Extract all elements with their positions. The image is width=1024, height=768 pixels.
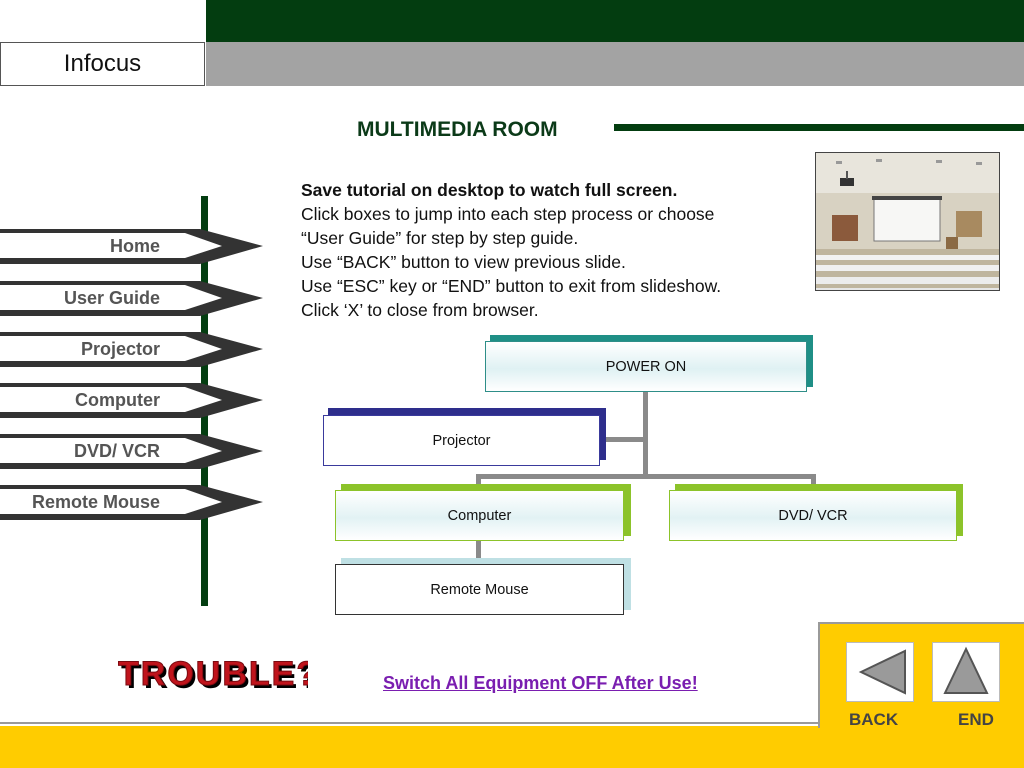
instruction-line: “User Guide” for step by step guide.: [301, 228, 579, 248]
nav-arrow-shape: [0, 434, 263, 469]
title-rule: [614, 124, 1024, 131]
connector-line: [600, 437, 646, 442]
control-panel: BACK END: [818, 622, 1024, 729]
nav-label: Home: [109, 236, 160, 256]
remote-mouse-box[interactable]: Remote Mouse: [335, 564, 624, 615]
nav-item-home[interactable]: Home: [0, 229, 265, 265]
trouble-text: TROUBLE?: [118, 655, 308, 693]
instruction-bold-line: Save tutorial on desktop to watch full s…: [301, 180, 678, 200]
back-button[interactable]: [846, 642, 914, 702]
back-label: BACK: [849, 710, 899, 729]
room-photo: [815, 152, 1000, 291]
instruction-line: Use “BACK” button to view previous slide…: [301, 252, 626, 272]
room-illustration: [816, 153, 999, 290]
header-green-bar: [206, 0, 1024, 42]
nav-arrow-shape: [0, 383, 263, 418]
nav-item-computer[interactable]: Computer: [0, 383, 265, 419]
end-arrow-icon: [943, 646, 989, 694]
computer-box[interactable]: Computer: [335, 490, 624, 541]
nav-item-dvd-vcr[interactable]: DVD/ VCR: [0, 434, 265, 470]
back-arrow-icon: [858, 649, 906, 695]
trouble-wordart: TROUBLE? TROUBLE?: [118, 655, 321, 697]
nav-item-remote-mouse[interactable]: Remote Mouse: [0, 485, 265, 521]
projector-box[interactable]: Projector: [323, 415, 600, 466]
nav-label: Remote Mouse: [31, 492, 160, 512]
switch-off-link[interactable]: Switch All Equipment OFF After Use!: [383, 673, 698, 693]
nav-item-projector[interactable]: Projector: [0, 332, 265, 368]
nav-label: DVD/ VCR: [73, 441, 160, 461]
connector-line: [811, 474, 816, 488]
trouble-button[interactable]: TROUBLE? TROUBLE?: [118, 650, 321, 701]
bottom-band: [0, 726, 1024, 768]
instructions-text: Save tutorial on desktop to watch full s…: [301, 178, 801, 322]
trouble-shadow-text: TROUBLE?: [121, 658, 308, 696]
nav-label: Computer: [75, 390, 160, 410]
page-title: MULTIMEDIA ROOM: [357, 118, 558, 141]
connector-line: [476, 540, 481, 564]
nav-item-user-guide[interactable]: User Guide: [0, 281, 265, 317]
header-gray-bar: [206, 42, 1024, 86]
connector-line: [476, 474, 816, 479]
instruction-line: Use “ESC” key or “END” button to exit fr…: [301, 276, 722, 296]
bottom-rule: [0, 722, 818, 724]
nav-label: User Guide: [63, 288, 160, 308]
nav-label: Projector: [80, 339, 160, 359]
instruction-line: Click ‘X’ to close from browser.: [301, 300, 539, 320]
nav-arrow-shape: [0, 485, 263, 520]
end-button[interactable]: [932, 642, 1000, 702]
dvd-vcr-box[interactable]: DVD/ VCR: [669, 490, 957, 541]
instruction-line: Click boxes to jump into each step proce…: [301, 204, 715, 224]
connector-line: [476, 474, 481, 488]
brand-title: Infocus: [0, 42, 205, 86]
nav-arrow-shape: [0, 332, 263, 367]
connector-line: [643, 391, 648, 477]
nav-arrow-shape: [0, 281, 263, 316]
power-on-box[interactable]: POWER ON: [485, 341, 807, 392]
end-label: END: [958, 710, 994, 729]
nav-arrow-shape: [0, 229, 263, 264]
